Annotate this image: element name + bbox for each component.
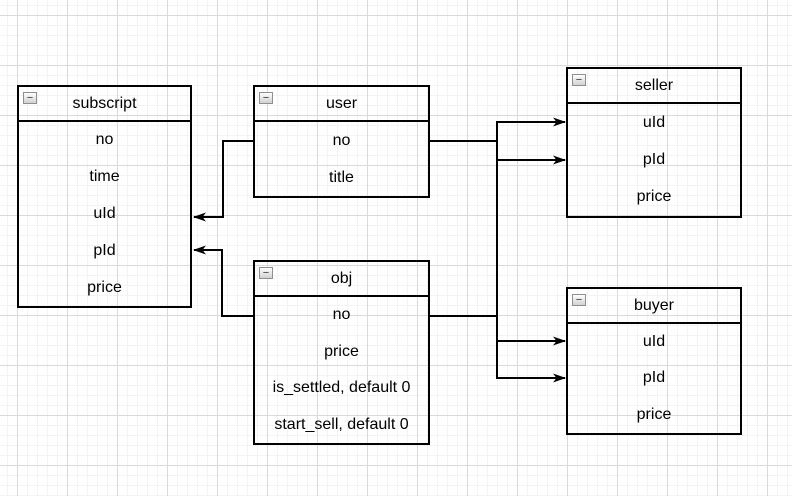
table-seller-body: uId pId price	[568, 104, 740, 216]
table-buyer-header[interactable]: − buyer	[568, 289, 740, 324]
edge-user-no-to-seller-uId[interactable]	[430, 117, 566, 142]
collapse-minus-icon[interactable]: −	[572, 74, 586, 86]
field-row[interactable]: price	[324, 342, 359, 360]
field-row[interactable]: title	[329, 168, 354, 186]
table-title: subscript	[72, 94, 137, 112]
field-row[interactable]: price	[636, 188, 672, 206]
table-obj-body: no price is_settled, default 0 start_sel…	[255, 297, 428, 443]
field-row[interactable]: is_settled, default 0	[272, 379, 411, 397]
collapse-minus-icon[interactable]: −	[259, 92, 273, 104]
table-title: user	[325, 94, 358, 112]
field-row[interactable]: time	[89, 168, 120, 186]
field-row[interactable]: pId	[642, 150, 666, 168]
field-row[interactable]: no	[95, 131, 114, 149]
table-seller-header[interactable]: − seller	[568, 69, 740, 104]
edge-user-no-to-buyer-uId[interactable]	[430, 140, 566, 346]
field-row[interactable]: uId	[642, 333, 666, 351]
table-seller[interactable]: − seller uId pId price	[566, 67, 742, 218]
table-obj-header[interactable]: − obj	[255, 262, 428, 297]
field-row[interactable]: no	[332, 306, 351, 324]
field-row[interactable]: start_sell, default 0	[274, 415, 409, 433]
field-row[interactable]: price	[636, 405, 672, 423]
field-row[interactable]: no	[332, 131, 351, 149]
table-user-header[interactable]: − user	[255, 87, 428, 122]
collapse-minus-icon[interactable]: −	[23, 92, 37, 104]
table-subscript-body: no time uId pId price	[19, 122, 190, 306]
table-subscript[interactable]: − subscript no time uId pId price	[17, 85, 192, 308]
field-row[interactable]: uId	[93, 204, 116, 222]
table-user-body: no title	[255, 122, 428, 196]
collapse-minus-icon[interactable]: −	[572, 294, 586, 306]
table-title: buyer	[633, 296, 675, 314]
table-user[interactable]: − user no title	[253, 85, 430, 198]
field-row[interactable]: uId	[642, 113, 666, 131]
edge-user-no-to-subscript-uId[interactable]	[193, 140, 253, 222]
field-row[interactable]: price	[87, 278, 122, 296]
collapse-minus-icon[interactable]: −	[259, 267, 273, 279]
table-title: obj	[330, 269, 353, 287]
table-subscript-header[interactable]: − subscript	[19, 87, 190, 122]
field-row[interactable]: pId	[642, 369, 666, 387]
table-buyer-body: uId pId price	[568, 324, 740, 433]
edge-obj-no-to-subscript-pId[interactable]	[193, 245, 253, 317]
table-buyer[interactable]: − buyer uId pId price	[566, 287, 742, 435]
table-obj[interactable]: − obj no price is_settled, default 0 sta…	[253, 260, 430, 445]
edge-obj-no-to-buyer-pId[interactable]	[430, 315, 566, 383]
field-row[interactable]: pId	[93, 241, 116, 259]
table-title: seller	[634, 76, 674, 94]
